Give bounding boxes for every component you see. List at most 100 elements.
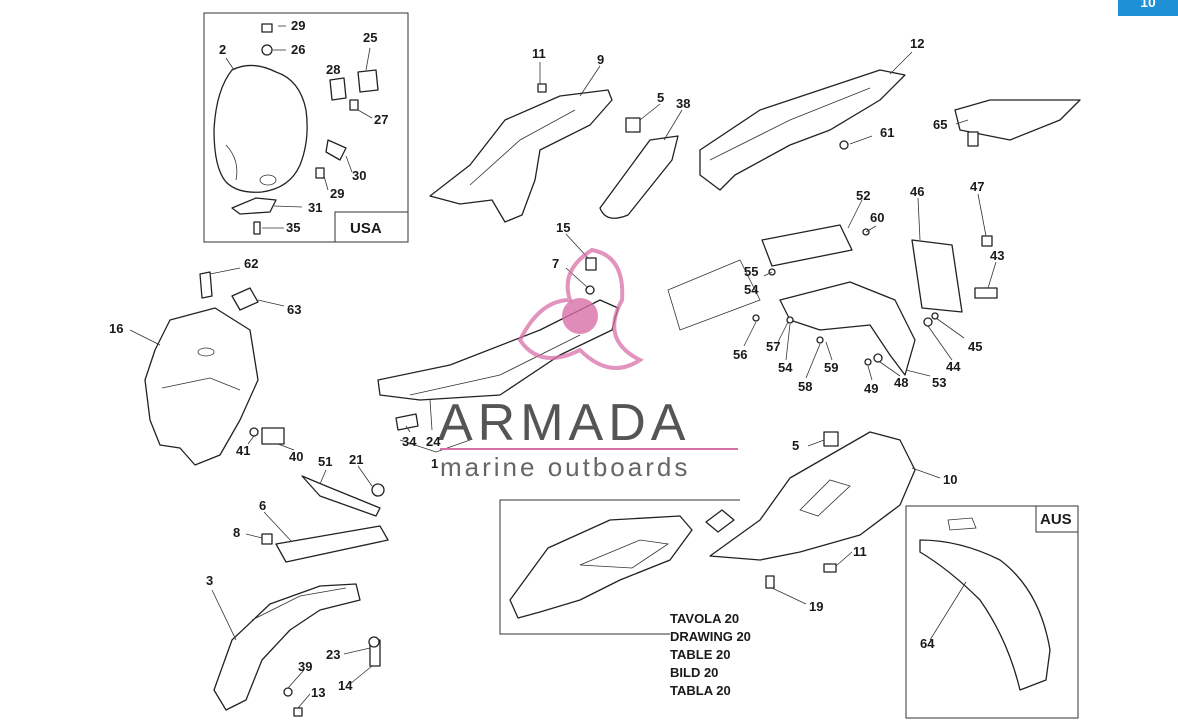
lead-53 — [905, 369, 931, 377]
front-fender-group — [211, 465, 389, 717]
callout-34: 34 — [402, 434, 417, 449]
lead-40 — [277, 443, 295, 451]
lead-16 — [129, 329, 161, 346]
drawing-20-frame — [499, 499, 740, 635]
lead-25 — [365, 47, 371, 71]
lead-56 — [743, 321, 757, 347]
side-panel-10-group — [709, 431, 941, 605]
fairing-hole — [259, 174, 277, 186]
tank-filler — [197, 347, 215, 357]
aus-inset-frame — [905, 505, 1079, 719]
clamp-28 — [329, 77, 347, 101]
callout-3: 3 — [206, 573, 213, 588]
screw-27 — [349, 99, 359, 111]
lead-58 — [805, 343, 821, 379]
callout-31: 31 — [308, 200, 322, 215]
screw-19 — [765, 575, 775, 589]
callout-12: 12 — [910, 36, 924, 51]
lead-9 — [579, 65, 601, 97]
lead-54b — [785, 323, 791, 361]
side-panel-drawing-20 — [509, 515, 693, 619]
callout-47: 47 — [970, 179, 984, 194]
rear-fender-group — [699, 51, 1081, 191]
connector-65 — [967, 131, 979, 147]
screw-11b — [823, 563, 837, 573]
lead-51 — [319, 469, 327, 485]
callout-25: 25 — [363, 30, 377, 45]
washer-45 — [931, 312, 939, 320]
callout-24: 24 — [426, 434, 441, 449]
bracket-25 — [357, 69, 379, 93]
aus-label: AUS — [1040, 511, 1072, 528]
caption-line-4: BILD 20 — [670, 665, 718, 680]
bracket-40 — [261, 427, 285, 445]
lead-19 — [771, 587, 807, 605]
callout-6: 6 — [259, 498, 266, 513]
fuel-tank-group — [129, 267, 295, 466]
plate-38 — [599, 135, 679, 219]
armada-logo-mark — [517, 247, 644, 370]
usa-label-frame — [334, 211, 408, 242]
callout-60: 60 — [870, 210, 884, 225]
front-fender-3 — [213, 583, 361, 711]
callout-5-lower: 5 — [792, 438, 799, 453]
bracket-51 — [301, 475, 381, 517]
lead-49 — [867, 365, 873, 381]
lead-41 — [247, 435, 255, 445]
screw-8 — [261, 533, 273, 545]
callout-44: 44 — [946, 359, 961, 374]
screw-41 — [249, 427, 259, 437]
callout-13: 13 — [311, 685, 325, 700]
usa-label: USA — [350, 220, 382, 237]
lead-23 — [343, 647, 371, 655]
lead-45 — [935, 317, 965, 339]
side-panel-group — [429, 62, 683, 223]
callout-23: 23 — [326, 647, 340, 662]
fairing-detail — [225, 144, 238, 181]
mudguard-64 — [919, 539, 1051, 691]
caption-line-1: TAVOLA 20 — [670, 611, 739, 626]
callout-62: 62 — [244, 256, 258, 271]
front-fender-detail — [251, 587, 347, 621]
nut-5 — [625, 117, 641, 133]
callout-64: 64 — [920, 636, 935, 651]
aus-label-frame — [1035, 506, 1078, 533]
callout-21: 21 — [349, 452, 363, 467]
screw-13 — [293, 707, 303, 717]
callout-61: 61 — [880, 125, 894, 140]
side-panel-9 — [429, 89, 613, 223]
plate-holder-group — [667, 193, 998, 381]
screw-61 — [839, 140, 849, 150]
mudguard-bracket — [947, 517, 977, 531]
callout-30: 30 — [352, 168, 366, 183]
washer-48 — [873, 353, 883, 363]
washer-57 — [786, 316, 794, 324]
lead-61 — [849, 135, 873, 145]
callout-35: 35 — [286, 220, 300, 235]
page-number-badge: 10 — [1118, 0, 1178, 16]
callout-10: 10 — [943, 472, 957, 487]
callout-28: 28 — [326, 62, 340, 77]
lead-43 — [987, 261, 997, 289]
lead-63 — [257, 299, 285, 307]
seat-group — [377, 233, 619, 453]
cap-62 — [199, 271, 213, 299]
callout-14: 14 — [338, 678, 353, 693]
washer-39 — [283, 687, 293, 697]
lead-46 — [917, 197, 921, 241]
lead-13 — [297, 693, 311, 709]
callout-26: 26 — [291, 42, 305, 57]
nut-56 — [752, 314, 760, 322]
callout-40: 40 — [289, 449, 303, 464]
callout-59: 59 — [824, 360, 838, 375]
nut-21 — [371, 483, 385, 497]
side-panel-drawing-20-vent — [579, 539, 670, 569]
side-panel-10 — [709, 431, 916, 561]
headlight-fairing-usa — [213, 64, 308, 193]
nut-49 — [864, 358, 872, 366]
rear-fender-12 — [699, 69, 906, 191]
callout-7: 7 — [552, 256, 559, 271]
lead-3 — [211, 589, 237, 641]
armada-watermark: ARMADA marine outboards — [438, 247, 738, 482]
